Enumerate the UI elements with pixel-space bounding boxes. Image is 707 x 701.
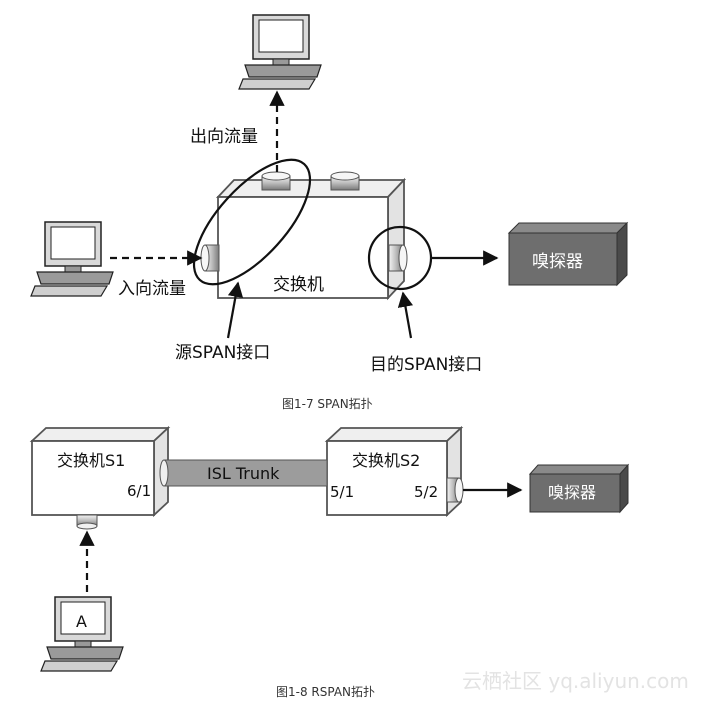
switch-s2-out-port-label: 5/2: [414, 483, 438, 501]
source-span-highlight: [192, 158, 312, 286]
switch-top-port-1: [261, 171, 291, 191]
egress-pc-icon: [238, 14, 322, 90]
figure2-caption: 图1-8 RSPAN拓扑: [276, 685, 375, 699]
switch-left-port: [200, 244, 220, 272]
dest-span-label: 目的SPAN接口: [370, 355, 482, 375]
watermark: 云栖社区 yq.aliyun.com: [462, 669, 689, 693]
isl-trunk-link: [159, 459, 328, 487]
source-span-label: 源SPAN接口: [175, 343, 270, 363]
figure1-caption: 图1-7 SPAN拓扑: [282, 397, 373, 411]
switch-s2-right-port: [446, 477, 464, 503]
switch-label: 交换机: [273, 275, 324, 295]
sniffer-box-2: [528, 463, 630, 514]
isl-trunk-label: ISL Trunk: [207, 464, 280, 483]
switch-s1-box: [29, 425, 171, 518]
switch-right-port: [388, 244, 408, 272]
switch-s2-box: [324, 425, 464, 518]
sniffer-label-2: 嗅探器: [548, 483, 596, 502]
host-a-label: A: [76, 612, 87, 631]
host-a-pc-icon: [40, 596, 124, 672]
egress-traffic-label: 出向流量: [190, 127, 258, 147]
switch-s1-label: 交换机S1: [57, 451, 125, 470]
switch-s1-bottom-port: [76, 514, 98, 530]
switch-s2-in-port-label: 5/1: [330, 483, 354, 501]
switch-box: [215, 177, 407, 301]
sniffer-label-1: 嗅探器: [532, 252, 583, 272]
switch-top-port-2: [330, 171, 360, 191]
ingress-pc-icon: [30, 221, 114, 297]
switch-s2-label: 交换机S2: [352, 451, 420, 470]
sniffer-box-1: [507, 221, 629, 287]
ingress-traffic-label: 入向流量: [118, 279, 186, 299]
switch-s1-port-label: 6/1: [127, 482, 151, 500]
dest-span-pointer: [397, 291, 414, 339]
source-span-pointer: [226, 281, 244, 339]
